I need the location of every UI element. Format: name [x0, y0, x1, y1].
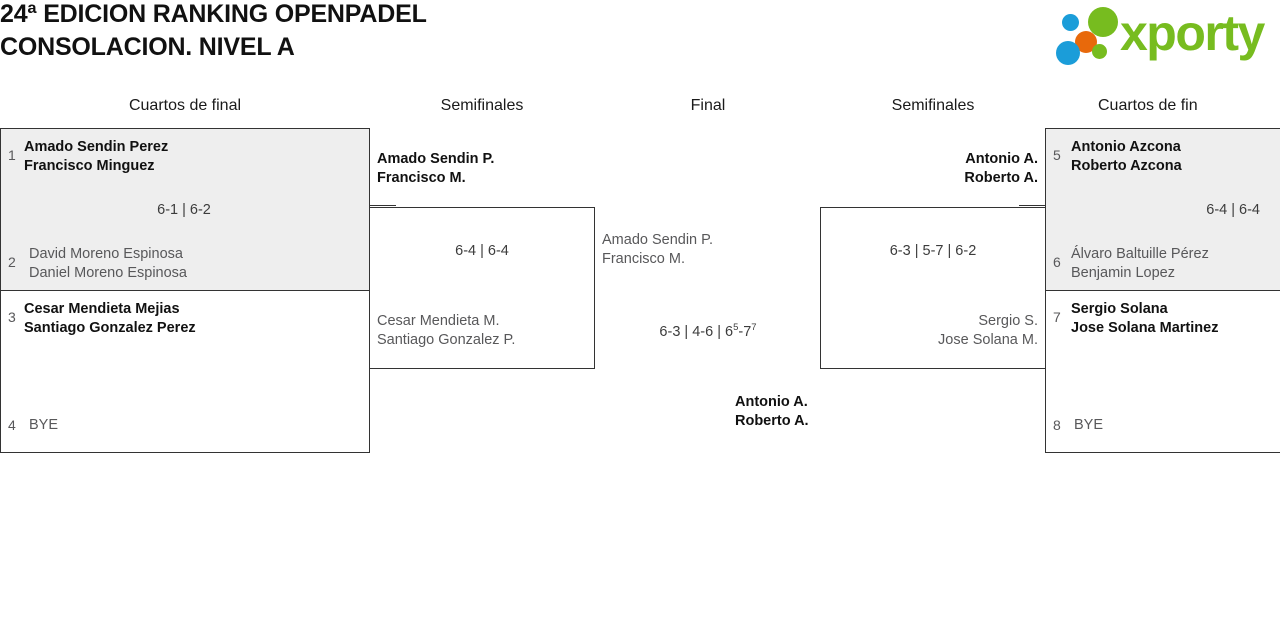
logo-wordmark: xporty: [1120, 5, 1265, 61]
score-final-part-2: -7: [738, 324, 752, 340]
logo-dot-blue-small: [1062, 14, 1079, 31]
player-name: Antonio A.: [965, 151, 1038, 167]
score-final: 6-3 | 4-6 | 65-77: [596, 322, 820, 340]
player-name: Amado Sendin Perez: [24, 139, 169, 155]
player-name: Antonio A.: [735, 394, 808, 410]
player-name: Álvaro Baltuille Pérez: [1071, 246, 1209, 262]
seed-number-5: 5: [1053, 147, 1061, 163]
column-header-quarterfinals-right: Cuartos de fin: [1098, 97, 1198, 114]
team-sf-right-top: Antonio A. Roberto A.: [788, 150, 1038, 188]
logo-dot-green-small: [1092, 44, 1107, 59]
player-name: Roberto A.: [964, 170, 1038, 186]
team-sf-left-bottom: Cesar Mendieta M. Santiago Gonzalez P.: [377, 312, 515, 350]
score-final-part-1: 6-3 | 4-6 | 6: [659, 324, 734, 340]
column-header-semifinals-left: Semifinales: [440, 97, 524, 114]
player-name: Jose Solana Martinez: [1071, 320, 1219, 336]
seed-number-3: 3: [8, 309, 16, 325]
player-name: Benjamin Lopez: [1071, 265, 1175, 281]
page-title-line-2: CONSOLACION. NIVEL A: [0, 33, 295, 61]
player-name: Antonio Azcona: [1071, 139, 1181, 155]
column-header-semifinals-right: Semifinales: [891, 97, 975, 114]
score-qf-left-1: 6-1 | 6-2: [157, 202, 211, 218]
match-box-qf-right-1[interactable]: [1045, 128, 1280, 291]
player-name: Amado Sendin P.: [377, 151, 495, 167]
player-name: Sergio Solana: [1071, 301, 1168, 317]
match-box-sf-right[interactable]: [820, 207, 1046, 369]
column-header-quarterfinals-left: Cuartos de final: [128, 97, 242, 114]
player-name: BYE: [29, 417, 59, 433]
seed-number-4: 4: [8, 417, 16, 433]
logo-dot-blue-large: [1056, 41, 1080, 65]
team-qf-left-1-top: Amado Sendin Perez Francisco Minguez: [24, 138, 168, 176]
score-final-tiebreak-2: 7: [751, 322, 757, 334]
logo-dots-icon: [1048, 4, 1126, 66]
player-name: Cesar Mendieta M.: [377, 313, 500, 329]
connector-qf-right-2: [1019, 368, 1046, 369]
team-final-bottom: Antonio A. Roberto A.: [735, 393, 809, 431]
connector-qf-left-1: [369, 205, 396, 206]
team-qf-left-2-bottom: BYE: [29, 416, 58, 435]
team-qf-right-2-bottom: BYE: [1074, 416, 1103, 435]
team-qf-left-2-top: Cesar Mendieta Mejias Santiago Gonzalez …: [24, 300, 196, 338]
page-title: 24ª EDICION RANKING OPENPADEL CONSOLACIO…: [0, 0, 700, 64]
player-name: Francisco Minguez: [24, 158, 155, 174]
score-sf-left: 6-4 | 6-4: [455, 243, 509, 259]
team-qf-right-2-top: Sergio Solana Jose Solana Martinez: [1071, 300, 1218, 338]
seed-number-7: 7: [1053, 309, 1061, 325]
player-name: Sergio S.: [978, 313, 1038, 329]
seed-number-6: 6: [1053, 254, 1061, 270]
player-name: BYE: [1074, 417, 1104, 433]
player-name: Roberto Azcona: [1071, 158, 1182, 174]
team-sf-right-bottom: Sergio S. Jose Solana M.: [788, 312, 1038, 350]
team-final-top: Amado Sendin P. Francisco M.: [602, 231, 713, 269]
column-header-final: Final: [690, 97, 726, 114]
player-name: Francisco M.: [602, 251, 685, 267]
team-qf-left-1-bottom: David Moreno Espinosa Daniel Moreno Espi…: [29, 245, 187, 283]
player-name: Daniel Moreno Espinosa: [29, 265, 187, 281]
seed-number-1: 1: [8, 147, 16, 163]
match-box-qf-left-2[interactable]: [0, 290, 370, 453]
score-sf-right: 6-3 | 5-7 | 6-2: [889, 243, 977, 259]
team-qf-right-1-top: Antonio Azcona Roberto Azcona: [1071, 138, 1182, 176]
connector-qf-right-1: [1019, 205, 1046, 206]
score-qf-right-1: 6-4 | 6-4: [1206, 202, 1260, 218]
player-name: Cesar Mendieta Mejias: [24, 301, 180, 317]
logo-dot-orange: [1075, 31, 1097, 53]
player-name: Santiago Gonzalez P.: [377, 332, 516, 348]
player-name: Santiago Gonzalez Perez: [24, 320, 196, 336]
xporty-logo: xporty: [1048, 4, 1276, 66]
page-title-line-1: 24ª EDICION RANKING OPENPADEL: [0, 0, 427, 28]
player-name: Roberto A.: [735, 413, 809, 429]
player-name: Amado Sendin P.: [602, 232, 713, 248]
seed-number-2: 2: [8, 254, 16, 270]
seed-number-8: 8: [1053, 417, 1061, 433]
team-sf-left-top: Amado Sendin P. Francisco M.: [377, 150, 494, 188]
player-name: David Moreno Espinosa: [29, 246, 183, 262]
match-box-sf-left[interactable]: [369, 207, 595, 369]
match-box-qf-right-2[interactable]: [1045, 290, 1280, 453]
logo-dot-green-large: [1088, 7, 1118, 37]
player-name: Francisco M.: [377, 170, 466, 186]
score-final-tiebreak-1: 5: [733, 322, 739, 334]
player-name: Jose Solana M.: [938, 332, 1038, 348]
team-qf-right-1-bottom: Álvaro Baltuille Pérez Benjamin Lopez: [1071, 245, 1209, 283]
